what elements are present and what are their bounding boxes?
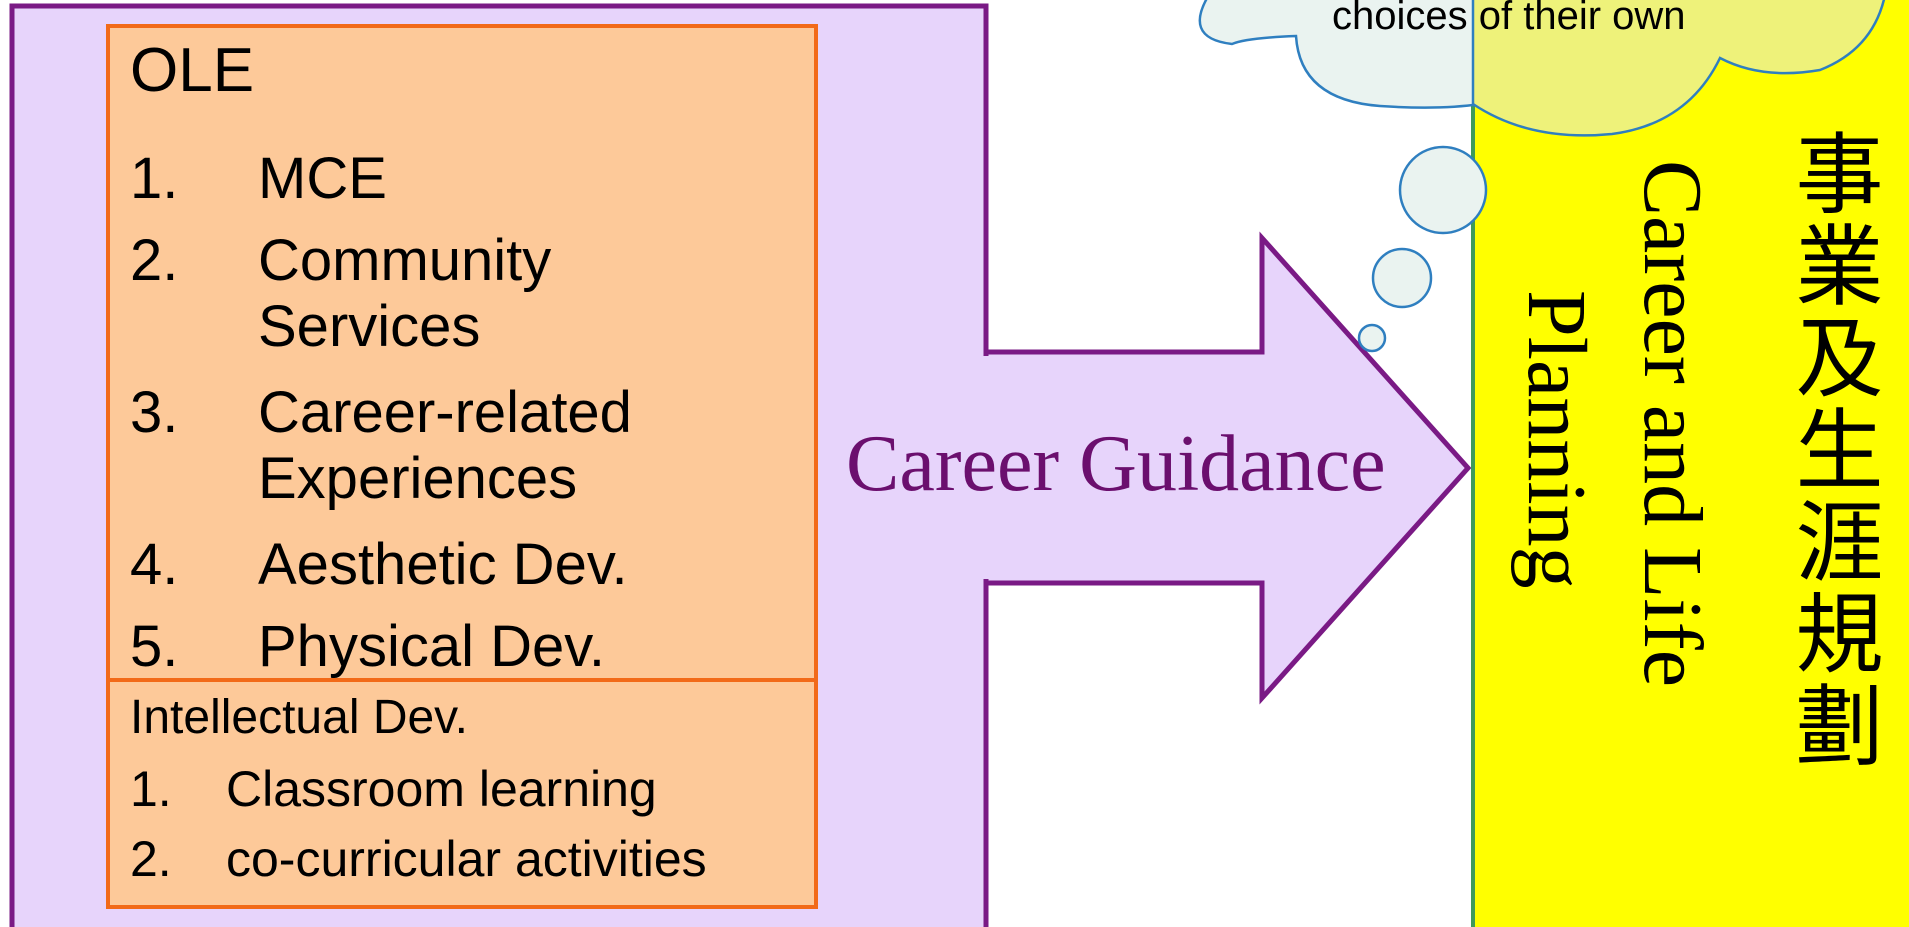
intellectual-item-number: 1.: [130, 761, 172, 817]
right-panel: [1473, 0, 1909, 927]
ole-item-number: 5.: [130, 614, 179, 679]
career-guidance-label: Career Guidance: [846, 420, 1386, 508]
ole-item-text-line2: Services: [258, 294, 481, 359]
ole-item-text-line2: Experiences: [258, 446, 578, 511]
ole-item-text: Aesthetic Dev.: [258, 532, 628, 597]
thought-bubble-medium: [1371, 247, 1433, 309]
ole-item-text: Community: [258, 228, 552, 293]
thought-bubble-large: [1398, 145, 1488, 235]
ole-item-number: 4.: [130, 532, 179, 597]
thought-bubble-small: [1357, 323, 1387, 353]
panel-title-line2: Planning: [1510, 290, 1603, 589]
ole-item-text: Physical Dev.: [258, 614, 606, 679]
ole-divider: [110, 678, 814, 682]
thought-cloud-text: choices of their own: [1332, 0, 1686, 38]
panel-title-line1: Career and Life: [1626, 160, 1719, 688]
intellectual-item-number: 2.: [130, 831, 172, 887]
intellectual-item-text: Classroom learning: [226, 761, 657, 817]
ole-item-number: 2.: [130, 228, 179, 293]
panel-title-chinese: 事業及生涯規劃: [1781, 128, 1884, 772]
ole-item-text: MCE: [258, 146, 387, 211]
thought-cloud: [1198, 0, 1482, 109]
thought-cloud-right: [1471, 0, 1886, 137]
intellectual-title: Intellectual Dev.: [130, 691, 468, 744]
ole-item-number: 3.: [130, 380, 179, 445]
ole-box: OLE 1. MCE 2. Community Services 3. Care…: [106, 24, 818, 909]
intellectual-item-text: co-curricular activities: [226, 831, 707, 887]
ole-item-number: 1.: [130, 146, 179, 211]
arrow-seam-cover: [980, 356, 992, 579]
career-guidance-arrow: [983, 231, 1472, 705]
ole-title: OLE: [130, 36, 255, 105]
ole-item-text: Career-related: [258, 380, 632, 445]
